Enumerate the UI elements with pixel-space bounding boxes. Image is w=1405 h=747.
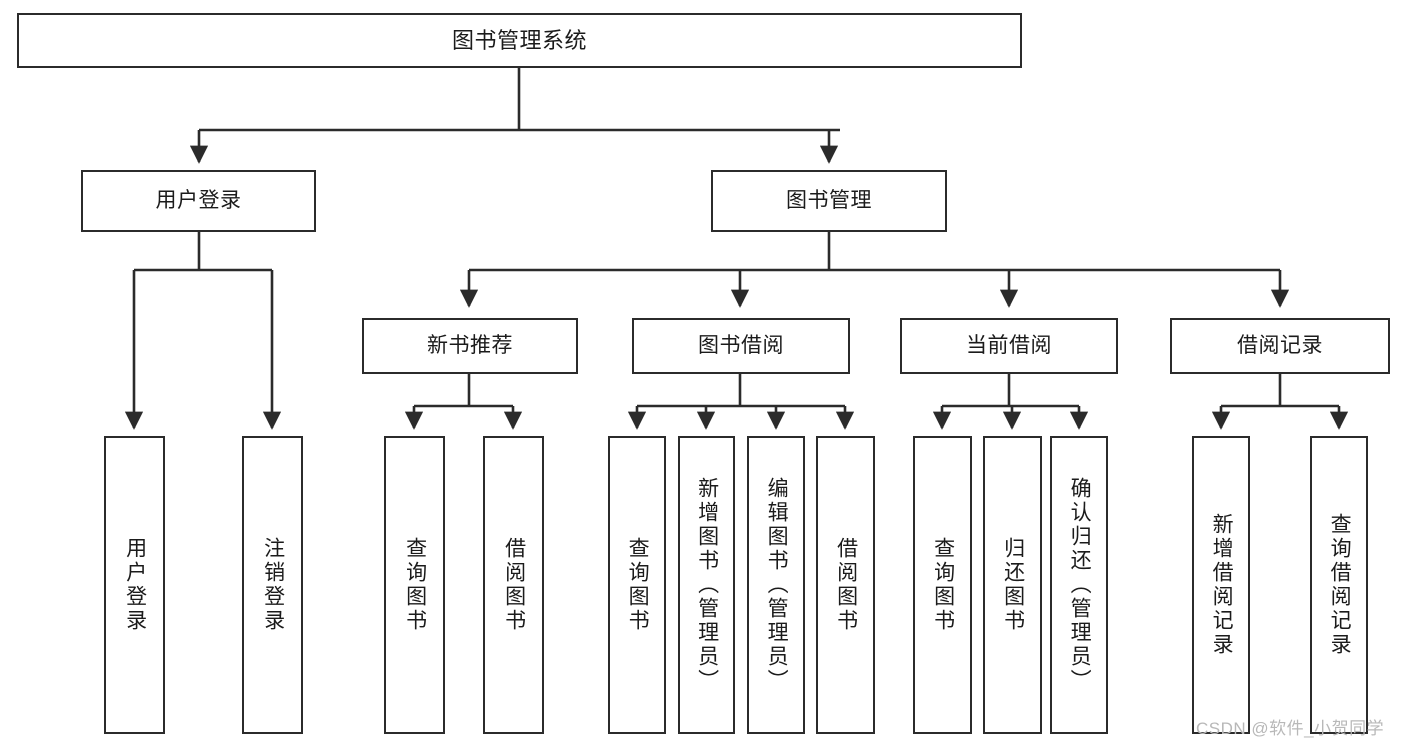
node-leaf-edit-book-label: 编辑图书（管理员） bbox=[765, 477, 789, 693]
node-leaf-add-record[interactable]: 新增借阅记录 bbox=[1192, 436, 1250, 734]
node-leaf-query-book-2[interactable]: 查询图书 bbox=[608, 436, 666, 734]
node-current-borrow[interactable]: 当前借阅 bbox=[900, 318, 1118, 374]
node-leaf-query-record[interactable]: 查询借阅记录 bbox=[1310, 436, 1368, 734]
node-leaf-query-book-2-label: 查询图书 bbox=[626, 537, 650, 633]
node-leaf-user-login[interactable]: 用户登录 bbox=[104, 436, 165, 734]
node-leaf-borrow-book-1[interactable]: 借阅图书 bbox=[483, 436, 544, 734]
node-leaf-user-login-label: 用户登录 bbox=[123, 537, 147, 633]
node-leaf-logout-login[interactable]: 注销登录 bbox=[242, 436, 303, 734]
node-leaf-confirm-return-label: 确认归还（管理员） bbox=[1068, 477, 1092, 693]
node-leaf-return-book[interactable]: 归还图书 bbox=[983, 436, 1042, 734]
node-root[interactable]: 图书管理系统 bbox=[17, 13, 1022, 68]
node-leaf-query-book-3-label: 查询图书 bbox=[931, 537, 955, 633]
node-borrow-record-label: 借阅记录 bbox=[1237, 333, 1323, 357]
node-leaf-add-record-label: 新增借阅记录 bbox=[1210, 513, 1234, 657]
node-leaf-query-book-3[interactable]: 查询图书 bbox=[913, 436, 972, 734]
node-leaf-query-book-1[interactable]: 查询图书 bbox=[384, 436, 445, 734]
node-book-borrow[interactable]: 图书借阅 bbox=[632, 318, 850, 374]
node-leaf-borrow-book-2[interactable]: 借阅图书 bbox=[816, 436, 875, 734]
node-book-manage[interactable]: 图书管理 bbox=[711, 170, 947, 232]
csdn-watermark: CSDN @软件_小贺同学 bbox=[1196, 719, 1385, 738]
node-root-label: 图书管理系统 bbox=[451, 27, 587, 53]
node-leaf-return-book-label: 归还图书 bbox=[1001, 537, 1025, 633]
node-book-borrow-label: 图书借阅 bbox=[698, 333, 784, 357]
node-leaf-query-book-1-label: 查询图书 bbox=[403, 537, 427, 633]
node-current-borrow-label: 当前借阅 bbox=[966, 333, 1052, 357]
node-new-book-recommend-label: 新书推荐 bbox=[427, 333, 513, 357]
node-book-manage-label: 图书管理 bbox=[786, 188, 872, 212]
node-leaf-confirm-return[interactable]: 确认归还（管理员） bbox=[1050, 436, 1108, 734]
node-leaf-query-record-label: 查询借阅记录 bbox=[1328, 513, 1352, 657]
node-leaf-add-book[interactable]: 新增图书（管理员） bbox=[678, 436, 735, 734]
node-user-login[interactable]: 用户登录 bbox=[81, 170, 316, 232]
node-new-book-recommend[interactable]: 新书推荐 bbox=[362, 318, 578, 374]
node-leaf-logout-login-label: 注销登录 bbox=[261, 537, 285, 633]
node-leaf-borrow-book-2-label: 借阅图书 bbox=[834, 537, 858, 633]
node-borrow-record[interactable]: 借阅记录 bbox=[1170, 318, 1390, 374]
node-leaf-edit-book[interactable]: 编辑图书（管理员） bbox=[747, 436, 805, 734]
node-leaf-add-book-label: 新增图书（管理员） bbox=[695, 477, 719, 693]
node-user-login-label: 用户登录 bbox=[155, 188, 242, 212]
node-leaf-borrow-book-1-label: 借阅图书 bbox=[502, 537, 526, 633]
